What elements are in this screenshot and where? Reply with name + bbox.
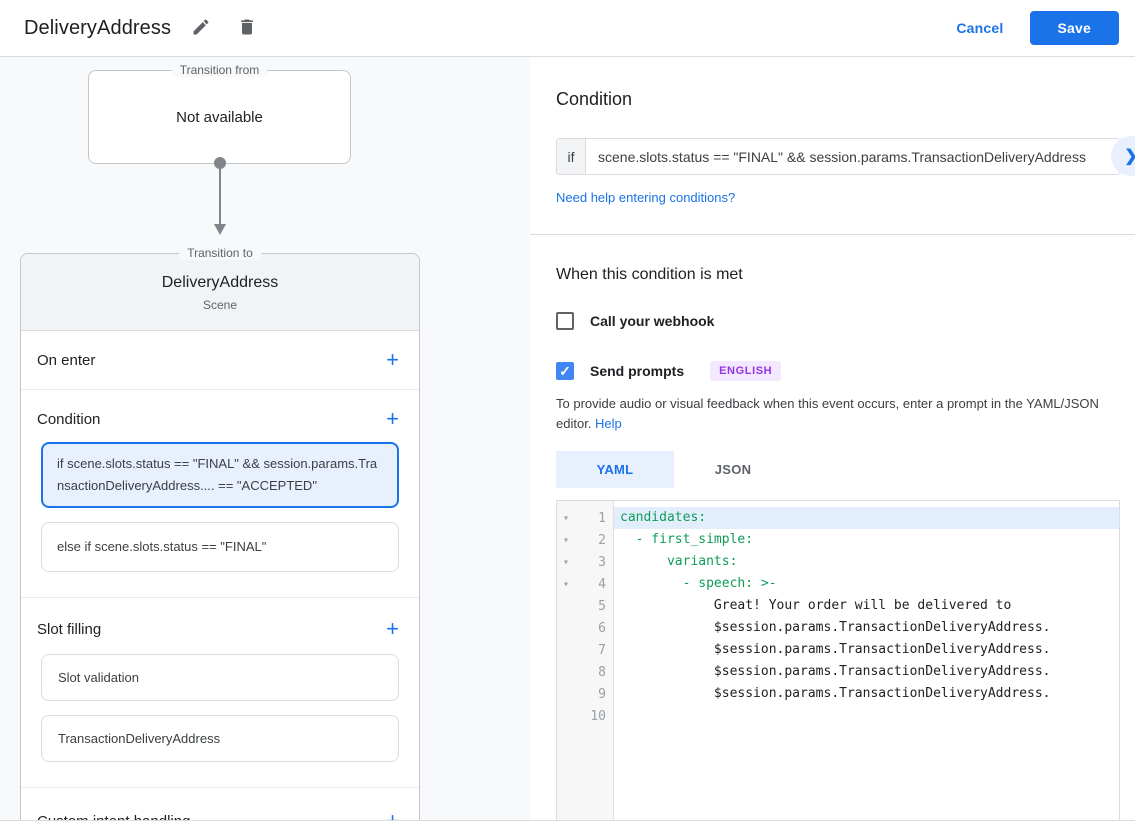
custom-intent-section: Custom intent handling + bbox=[21, 788, 419, 820]
condition-help-link[interactable]: Need help entering conditions? bbox=[556, 190, 736, 205]
transaction-delivery-address-card[interactable]: TransactionDeliveryAddress bbox=[41, 715, 399, 762]
slot-filling-label: Slot filling bbox=[37, 620, 102, 638]
on-enter-section: On enter + bbox=[21, 331, 419, 390]
line-number: 2 bbox=[598, 532, 606, 548]
tab-yaml[interactable]: YAML bbox=[556, 451, 674, 488]
line-number: 5 bbox=[598, 598, 606, 614]
cancel-button[interactable]: Cancel bbox=[956, 20, 1004, 36]
line-number: 4 bbox=[598, 576, 606, 592]
scene-card-header[interactable]: DeliveryAddress Scene bbox=[21, 254, 419, 331]
condition-label: Condition bbox=[37, 410, 101, 428]
scene-type-label: Scene bbox=[202, 298, 238, 312]
fold-toggle-icon[interactable]: ▾ bbox=[562, 512, 570, 524]
line-number: 10 bbox=[590, 708, 606, 724]
condition-met-title: When this condition is met bbox=[556, 266, 743, 283]
send-prompts-checkbox[interactable]: ✓ bbox=[556, 362, 574, 380]
line-number: 7 bbox=[598, 642, 606, 658]
transition-arrow bbox=[88, 157, 351, 246]
call-webhook-checkbox[interactable] bbox=[556, 312, 574, 330]
code-line[interactable]: $session.params.TransactionDeliveryAddre… bbox=[620, 664, 1051, 679]
custom-intent-label: Custom intent handling bbox=[37, 813, 190, 821]
page-title: DeliveryAddress bbox=[24, 16, 172, 39]
webhook-row: Call your webhook bbox=[556, 312, 1120, 330]
transition-to-legend: Transition to bbox=[179, 246, 261, 260]
connector-line bbox=[218, 167, 221, 225]
condition-input-group: if bbox=[556, 138, 1120, 175]
condition-card-selected[interactable]: if scene.slots.status == "FINAL" && sess… bbox=[41, 442, 399, 508]
transition-from-box: Transition from Not available bbox=[88, 63, 351, 164]
app-bar: DeliveryAddress Cancel Save bbox=[0, 0, 1135, 57]
condition-editor-panel: ❯ Condition if Need help entering condit… bbox=[530, 57, 1135, 820]
line-number: 8 bbox=[598, 664, 606, 680]
fold-toggle-icon[interactable]: ▾ bbox=[562, 578, 570, 590]
add-custom-intent-button[interactable]: + bbox=[382, 810, 403, 821]
connector-dot-icon bbox=[213, 157, 226, 169]
tab-json[interactable]: JSON bbox=[714, 462, 752, 477]
editor-code-area[interactable]: candidates: - first_simple: variants: - … bbox=[614, 501, 1119, 820]
pencil-icon bbox=[191, 17, 211, 40]
line-number: 9 bbox=[598, 686, 606, 702]
transition-from-legend: Transition from bbox=[171, 63, 268, 77]
code-line[interactable]: candidates: bbox=[614, 507, 1119, 529]
slot-filling-section: Slot filling + Slot validation Transacti… bbox=[21, 598, 419, 788]
code-line[interactable]: - speech: >- bbox=[620, 576, 777, 591]
send-prompts-label: Send prompts bbox=[590, 363, 685, 379]
add-slot-button[interactable]: + bbox=[382, 618, 403, 640]
delete-scene-button[interactable] bbox=[231, 12, 263, 44]
code-line[interactable]: - first_simple: bbox=[620, 532, 754, 547]
edit-title-button[interactable] bbox=[185, 12, 217, 44]
editor-gutter: ▾ 1 ▾ 2 ▾ 3 ▾ 4 5 6 7 8 9 10 bbox=[557, 501, 614, 820]
condition-section: Condition + if scene.slots.status == "FI… bbox=[21, 390, 419, 598]
line-number: 3 bbox=[598, 554, 606, 570]
bottom-strip bbox=[0, 821, 1135, 826]
condition-panel-title: Condition bbox=[556, 88, 633, 109]
save-button[interactable]: Save bbox=[1029, 11, 1119, 45]
content-area: Transition from Not available Transition… bbox=[0, 57, 1135, 821]
code-line[interactable]: variants: bbox=[620, 554, 738, 569]
editor-tabs: YAML JSON bbox=[556, 451, 1120, 488]
add-on-enter-button[interactable]: + bbox=[382, 349, 403, 371]
condition-card[interactable]: else if scene.slots.status == "FINAL" bbox=[41, 522, 399, 572]
slot-validation-card[interactable]: Slot validation bbox=[41, 654, 399, 701]
code-line[interactable]: $session.params.TransactionDeliveryAddre… bbox=[620, 642, 1051, 657]
code-line[interactable]: $session.params.TransactionDeliveryAddre… bbox=[620, 686, 1051, 701]
language-badge: ENGLISH bbox=[710, 361, 782, 381]
yaml-code-editor[interactable]: ▾ 1 ▾ 2 ▾ 3 ▾ 4 5 6 7 8 9 10 candidates: - f… bbox=[556, 500, 1120, 820]
code-line[interactable]: $session.params.TransactionDeliveryAddre… bbox=[620, 620, 1051, 635]
add-condition-button[interactable]: + bbox=[382, 408, 403, 430]
line-number: 1 bbox=[598, 510, 606, 526]
code-line[interactable]: Great! Your order will be delivered to bbox=[620, 598, 1012, 613]
section-divider bbox=[530, 234, 1135, 235]
line-number: 6 bbox=[598, 620, 606, 636]
arrow-down-icon bbox=[213, 224, 226, 235]
scene-graph-panel: Transition from Not available Transition… bbox=[0, 57, 530, 820]
call-webhook-label: Call your webhook bbox=[590, 313, 715, 329]
fold-toggle-icon[interactable]: ▾ bbox=[562, 556, 570, 568]
code-line[interactable] bbox=[614, 705, 1119, 727]
scene-name: DeliveryAddress bbox=[161, 274, 279, 291]
if-prefix-label: if bbox=[557, 139, 586, 174]
on-enter-label: On enter bbox=[37, 351, 96, 369]
fold-toggle-icon[interactable]: ▾ bbox=[562, 534, 570, 546]
prompts-help-link[interactable]: Help bbox=[595, 416, 622, 431]
condition-expression-input[interactable] bbox=[586, 139, 1119, 174]
prompts-description: To provide audio or visual feedback when… bbox=[556, 394, 1120, 434]
trash-icon bbox=[237, 17, 257, 40]
prompts-description-text: To provide audio or visual feedback when… bbox=[556, 396, 1099, 431]
scene-card: Transition to DeliveryAddress Scene On e… bbox=[20, 246, 420, 820]
chevron-right-icon: ❯ bbox=[1124, 146, 1135, 166]
check-icon: ✓ bbox=[559, 362, 571, 379]
send-prompts-row: ✓ Send prompts ENGLISH bbox=[556, 361, 1120, 381]
transition-from-value: Not available bbox=[176, 108, 263, 126]
